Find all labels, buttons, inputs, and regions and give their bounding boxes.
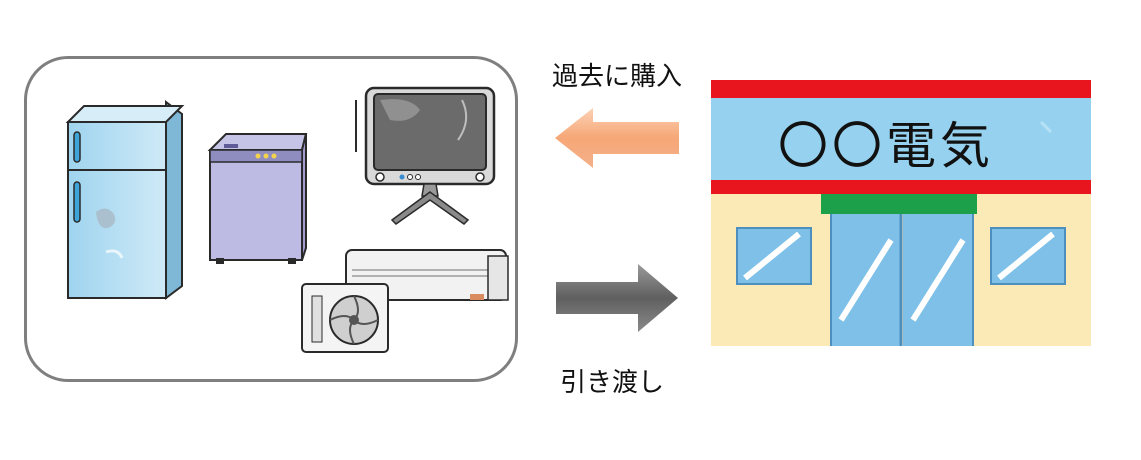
hand-over-label: 引き渡し [560,368,665,398]
air-conditioner-icon [301,249,509,353]
left-arrow-icon [555,108,679,168]
store-sign-text: 〇〇電気 [778,117,994,175]
past-purchase-label: 過去に購入 [552,62,683,92]
washing-machine-icon [207,133,308,264]
right-arrow-icon [556,264,678,332]
refrigerator-icon [65,100,185,300]
television-icon [355,86,496,225]
store-icon [711,80,1091,346]
